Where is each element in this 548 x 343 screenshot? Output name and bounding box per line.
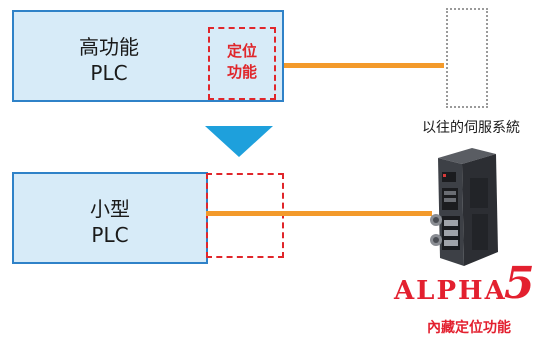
positioning-function-label: 定位 功能 xyxy=(208,41,276,83)
alpha5-logo-text: ALPHA xyxy=(394,276,507,306)
compact-plc-line2: PLC xyxy=(91,223,129,247)
alpha5-logo-digit: 5 xyxy=(504,258,537,309)
high-function-plc-line2: PLC xyxy=(90,61,128,85)
down-arrow-icon xyxy=(205,126,273,157)
cable-top xyxy=(284,63,444,68)
positioning-function-box xyxy=(208,27,276,100)
cable-bottom xyxy=(206,211,432,216)
compact-plc-label: 小型 PLC xyxy=(14,196,206,248)
compact-plc-box: 小型 PLC xyxy=(12,172,208,264)
old-servo-label: 以往的伺服系統 xyxy=(422,120,520,136)
builtin-positioning-label: 內藏定位功能 xyxy=(427,320,511,336)
positioning-function-line2: 功能 xyxy=(226,63,257,81)
high-function-plc-box: 高功能 PLC xyxy=(12,10,284,102)
servo-drive-image xyxy=(430,148,498,266)
old-servo-placeholder xyxy=(446,8,488,108)
high-function-plc-line1: 高功能 xyxy=(79,35,139,59)
positioning-function-line1: 定位 xyxy=(226,42,257,60)
high-function-plc-label: 高功能 PLC xyxy=(14,34,204,86)
compact-plc-line1: 小型 xyxy=(90,197,130,221)
